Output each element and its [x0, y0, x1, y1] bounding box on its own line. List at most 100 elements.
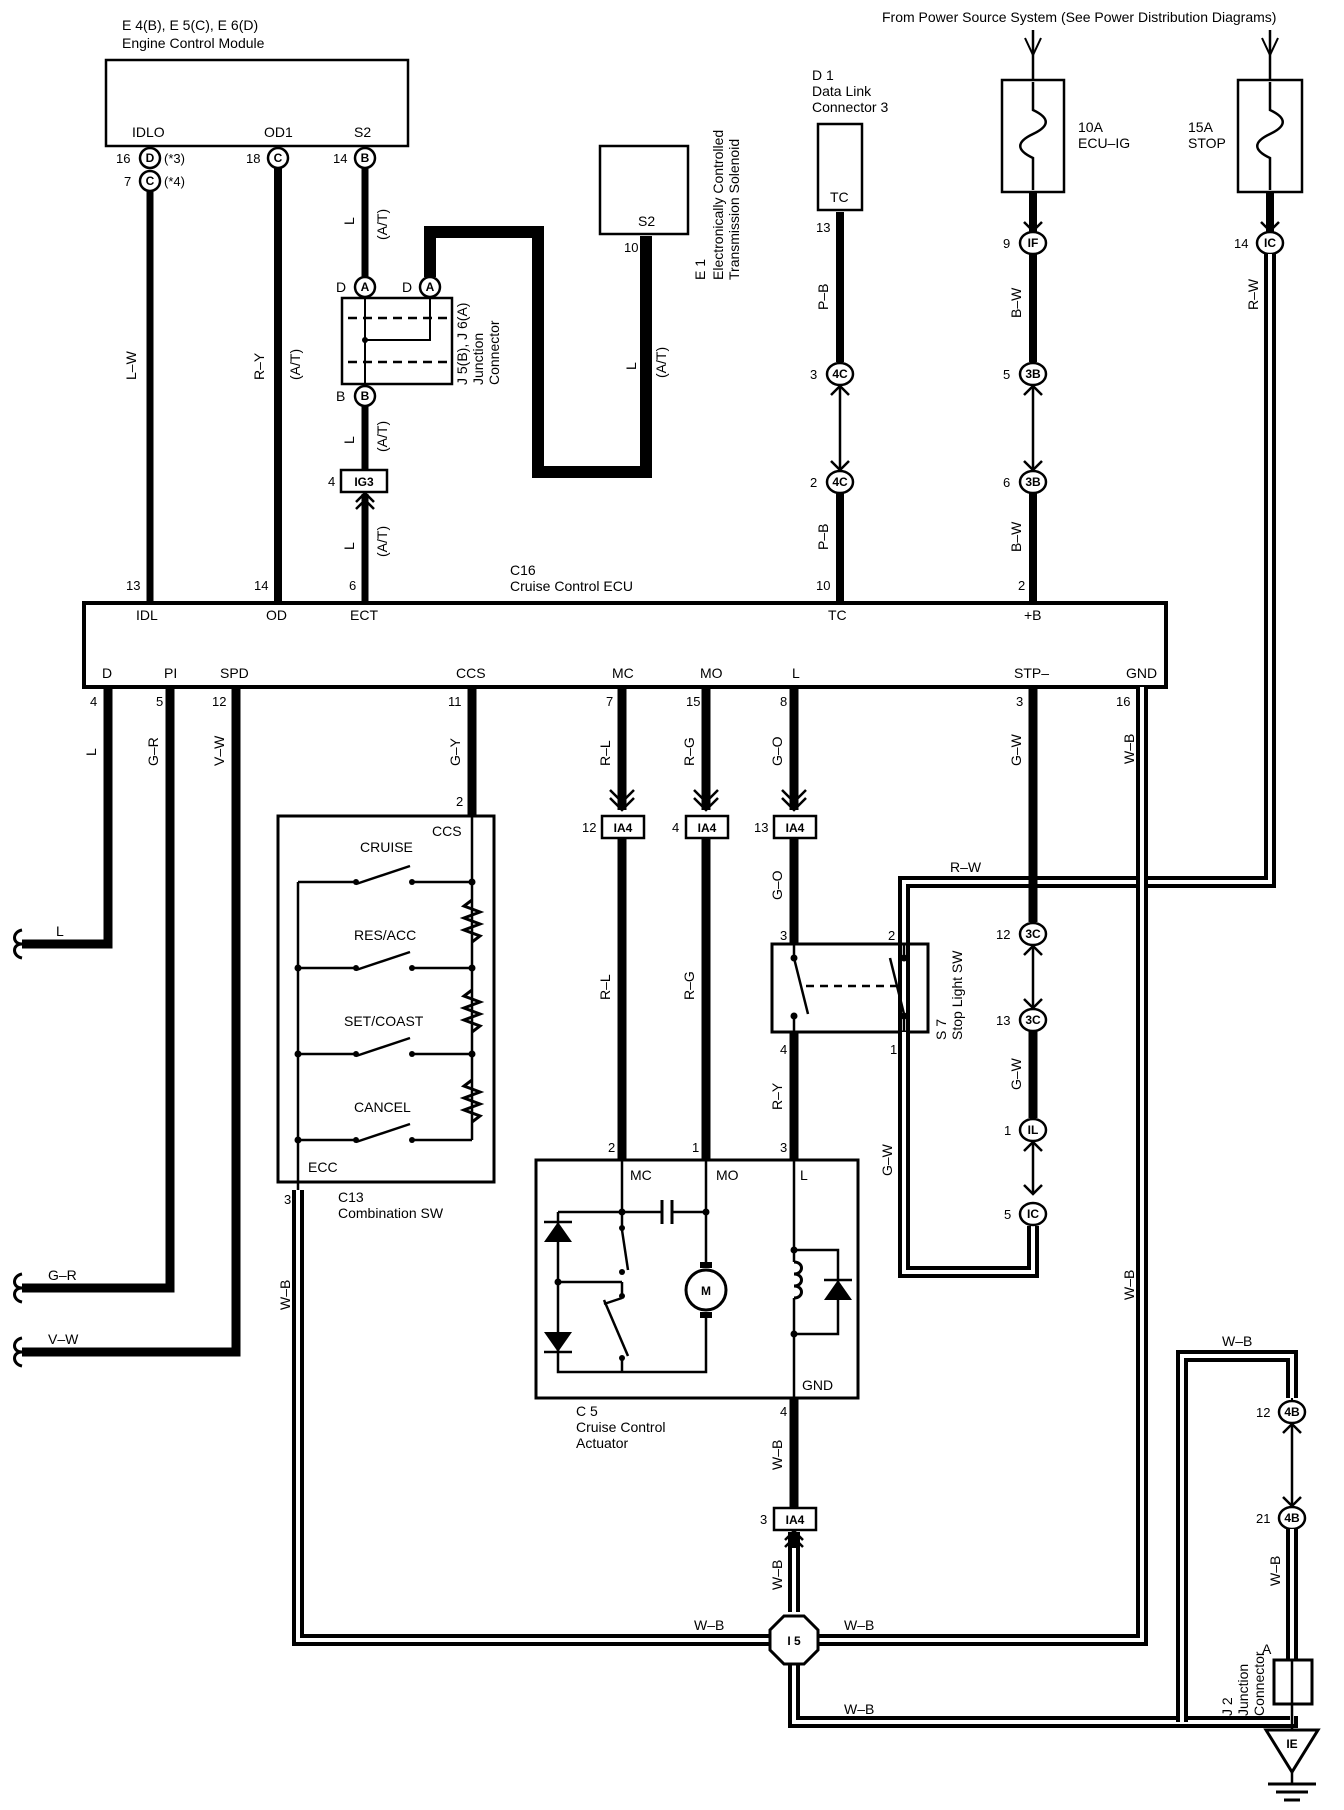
switch-res-acc-node-left	[294, 964, 302, 972]
pin-3-stop-sw: 3	[780, 928, 787, 943]
wire-label-l-ect-low: L	[341, 542, 357, 550]
switch-cancel-blade	[355, 1122, 411, 1144]
connector-j5-b-side: B	[336, 388, 345, 404]
pin-3-ia4: 3	[760, 1512, 767, 1527]
arrow-ia4-l-2	[781, 797, 807, 812]
wire-wb-j2-loop-inner	[1180, 1354, 1294, 1722]
stop-sw-left-blade	[792, 957, 810, 1015]
pin-2-b: 2	[1018, 578, 1025, 593]
act-sw1-contact-b	[619, 1269, 625, 1275]
pin-1-actuator: 1	[692, 1140, 699, 1155]
cruise-ecu-name: Cruise Control ECU	[510, 578, 633, 594]
splice-i5-label: I 5	[787, 1634, 801, 1648]
wire-label-rw-horiz: R–W	[950, 859, 982, 875]
connector-3b-upper-label: 3B	[1025, 367, 1041, 381]
wire-spd-end	[13, 1336, 23, 1368]
pin-13-ia4: 13	[754, 820, 768, 835]
connector-j5-d-right: D	[402, 279, 412, 295]
wire-label-gw-up: G–W	[1008, 733, 1024, 766]
arrow-ia4-mo-1	[693, 789, 719, 804]
pin-11-ccs: 11	[448, 694, 462, 709]
wire-label-l-d: L	[83, 748, 99, 756]
switch-cruise-label: CRUISE	[360, 839, 413, 855]
ecm-pin-od1: OD1	[264, 124, 293, 140]
pin-3-stp: 3	[1016, 694, 1023, 709]
pin-9-if: 9	[1003, 236, 1010, 251]
splice-i5	[768, 1614, 820, 1666]
ect-solenoid-name-1: Electronically Controlled	[710, 130, 726, 280]
fuse-stop-element	[1256, 82, 1284, 190]
pin-12-3c: 12	[996, 927, 1010, 942]
connector-3c-upper-label: 3C	[1025, 927, 1041, 941]
act-diode-upper	[544, 1222, 572, 1242]
switch-cancel-label: CANCEL	[354, 1099, 411, 1115]
junction-j5-ref: J 5(B), J 6(A)	[454, 303, 470, 385]
wire-label-l-ect-up: L	[341, 436, 357, 444]
pin-4-ig3: 4	[328, 474, 335, 489]
act-motor	[684, 1268, 728, 1312]
wire-label-go-up: G–O	[769, 736, 785, 766]
wire-label-l-s2: L	[341, 217, 357, 225]
wire-label-ry-act: R–Y	[769, 1082, 785, 1110]
wire-label-wb-left: W–B	[694, 1617, 724, 1633]
arrow-ia4-mo-2	[693, 797, 719, 812]
pin-6-3b: 6	[1003, 475, 1010, 490]
junction-j2-name-2: Connector	[1251, 1651, 1267, 1716]
switch-set-coast-node-left	[294, 1050, 302, 1058]
connector-3b-lower-label: 3B	[1025, 475, 1041, 489]
ecm-ref: E 4(B), E 5(C), E 6(D)	[122, 17, 258, 33]
switch-res-acc-node	[468, 964, 476, 972]
wire-label-ry: R–Y	[251, 352, 267, 380]
pin-12-spd: 12	[212, 694, 226, 709]
resistor-res-acc	[459, 898, 485, 944]
connector-if-label: IF	[1028, 236, 1039, 250]
wire-label-gw-mid: G–W	[1008, 1057, 1024, 1090]
actuator-pin-gnd: GND	[802, 1377, 833, 1393]
actuator-name-1: Cruise Control	[576, 1419, 665, 1435]
ect-solenoid-ref: E 1	[692, 259, 708, 280]
ecm-pin-s2: S2	[354, 124, 371, 140]
pin-5-3b: 5	[1003, 367, 1010, 382]
ecu-pin-plus-b: +B	[1024, 607, 1042, 623]
junction-j5-name-1: Junction	[470, 333, 486, 385]
junction-j5-name-2: Connector	[486, 320, 502, 385]
connector-ecm-c-od-label: C	[274, 151, 283, 165]
switch-cruise-contact-a	[353, 879, 359, 885]
pin-2-actuator: 2	[608, 1140, 615, 1155]
ecm-pin-idlo: IDLO	[132, 124, 165, 140]
fuse-ecu-ig-rating: 10A	[1078, 119, 1104, 135]
act-node-mo	[702, 1208, 710, 1216]
wire-label-rl-up: R–L	[597, 740, 613, 766]
combination-sw-name: Combination SW	[338, 1205, 444, 1221]
pin-14-ic: 14	[1234, 236, 1248, 251]
wire-label-l-solenoid: L	[623, 362, 639, 370]
wire-label-at-ect-up: (A/T)	[374, 421, 390, 452]
connector-ic-bottom	[1018, 1201, 1048, 1227]
pin-3-ecc: 3	[284, 1192, 291, 1207]
pin-4-stop-sw: 4	[780, 1042, 787, 1057]
wire-gw-stop-loop-inner	[902, 1032, 1035, 1274]
pin-12-4b: 12	[1256, 1405, 1270, 1420]
ecu-pin-ect: ECT	[350, 607, 378, 623]
ect-solenoid-name-2: Transmission Solenoid	[726, 139, 742, 280]
cruise-ecu-ref: C16	[510, 562, 536, 578]
wire-wb-ecu-gnd-inner	[816, 687, 1144, 1642]
connector-il-label: IL	[1028, 1123, 1039, 1137]
connector-4b-lower-label: 4B	[1284, 1511, 1300, 1525]
connector-j5-a-left-label: A	[361, 280, 370, 294]
ecu-pin-gnd: GND	[1126, 665, 1157, 681]
wire-label-wb-ecu-top: W–B	[1121, 734, 1137, 764]
ecu-pin-tc: TC	[828, 607, 847, 623]
wb-ground-harness	[292, 687, 1298, 1728]
wire-label-wb-act-low: W–B	[769, 1560, 785, 1590]
pin-21-4b: 21	[1256, 1511, 1270, 1526]
switch-set-coast-blade	[355, 1036, 411, 1058]
pin-3-actuator: 3	[780, 1140, 787, 1155]
pin-16-gnd: 16	[1116, 694, 1130, 709]
wire-label-wb-j2-top: W–B	[1222, 1333, 1252, 1349]
wire-pi	[22, 687, 175, 1293]
dlc-pin-tc: TC	[830, 189, 849, 205]
junction-j2-name-1: Junction	[1235, 1664, 1251, 1716]
switch-set-coast-label: SET/COAST	[344, 1013, 424, 1029]
wire-label-go-low: G–O	[769, 870, 785, 900]
